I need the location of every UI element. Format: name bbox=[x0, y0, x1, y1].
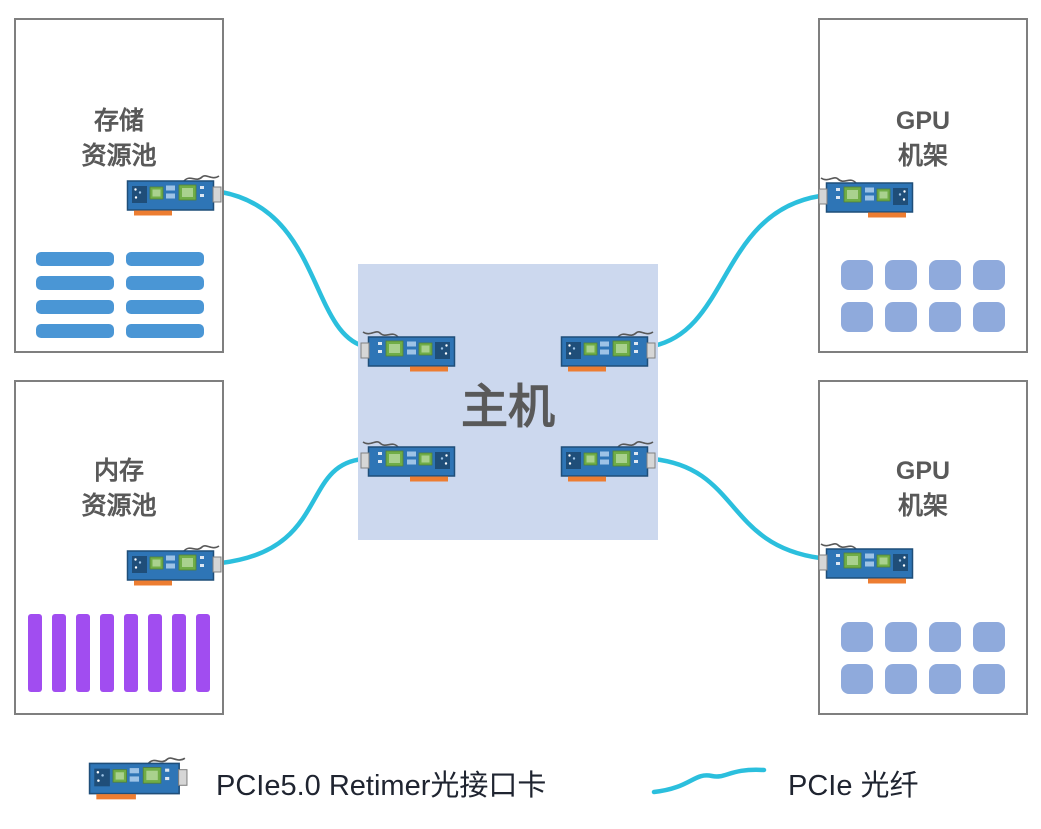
legend-retimer-card-icon bbox=[88, 757, 188, 801]
legend-fiber-label: PCIe 光纤 bbox=[788, 770, 919, 802]
storage-pool-label-line1: 存储 bbox=[93, 107, 144, 135]
gpu-rack-top-label-line1: GPU bbox=[895, 107, 951, 135]
fiber-link-gputop-host bbox=[650, 193, 823, 349]
storage-bar bbox=[126, 252, 204, 266]
memory-bar bbox=[28, 614, 42, 692]
storage-bar bbox=[36, 324, 114, 338]
gpu-cell bbox=[929, 302, 961, 332]
gpu-cell bbox=[885, 302, 917, 332]
storage-bar bbox=[126, 276, 204, 290]
gpu-cells bbox=[841, 260, 1005, 332]
fiber-link-storage-host bbox=[218, 189, 366, 349]
gpu-cell bbox=[929, 664, 961, 694]
fiber-link-memory-host bbox=[218, 456, 366, 566]
retimer-card-icon bbox=[360, 331, 456, 373]
memory-pool-label: 内存 资源池 bbox=[16, 454, 222, 523]
storage-pool-label: 存储 资源池 bbox=[16, 104, 222, 173]
storage-bars bbox=[36, 252, 204, 338]
retimer-card-icon bbox=[560, 441, 656, 483]
host-label: 主机 bbox=[461, 379, 555, 433]
storage-bar bbox=[36, 300, 114, 314]
gpu-cell bbox=[973, 260, 1005, 290]
gpu-rack-bottom-label: GPU 机架 bbox=[820, 454, 1026, 523]
retimer-card-icon bbox=[560, 331, 656, 373]
storage-bar bbox=[126, 300, 204, 314]
storage-bar bbox=[126, 324, 204, 338]
gpu-cell bbox=[841, 622, 873, 652]
gpu-rack-bottom-label-line1: GPU bbox=[895, 457, 951, 485]
gpu-cell bbox=[885, 622, 917, 652]
gpu-rack-bottom-label-line2: 机架 bbox=[897, 491, 948, 520]
retimer-card-icon bbox=[818, 177, 914, 219]
gpu-cell bbox=[973, 622, 1005, 652]
memory-bar bbox=[100, 614, 114, 692]
gpu-cell bbox=[973, 664, 1005, 694]
memory-bar bbox=[196, 614, 210, 692]
memory-bar bbox=[76, 614, 90, 692]
gpu-cell bbox=[885, 664, 917, 694]
memory-bar bbox=[124, 614, 138, 692]
gpu-rack-top-label-line2: 机架 bbox=[897, 141, 948, 170]
fiber-link-gpubottom-host bbox=[650, 456, 823, 561]
host-box: 主机 bbox=[358, 264, 658, 540]
legend-retimer-label: PCIe5.0 Retimer光接口卡 bbox=[216, 770, 547, 802]
memory-pool-label-line2: 资源池 bbox=[81, 491, 157, 520]
retimer-card-icon bbox=[360, 441, 456, 483]
gpu-cell bbox=[841, 664, 873, 694]
retimer-card-icon bbox=[818, 543, 914, 585]
retimer-card-icon bbox=[126, 545, 222, 587]
memory-bars bbox=[28, 614, 210, 692]
memory-bar bbox=[52, 614, 66, 692]
storage-bar bbox=[36, 252, 114, 266]
retimer-card-icon bbox=[126, 175, 222, 217]
gpu-cell bbox=[841, 260, 873, 290]
gpu-cell bbox=[973, 302, 1005, 332]
memory-bar bbox=[148, 614, 162, 692]
fiber-line-icon bbox=[651, 767, 767, 795]
gpu-cell bbox=[929, 260, 961, 290]
gpu-cell bbox=[841, 302, 873, 332]
gpu-rack-top-label: GPU 机架 bbox=[820, 104, 1026, 173]
gpu-cell bbox=[885, 260, 917, 290]
gpu-cell bbox=[929, 622, 961, 652]
storage-pool-label-line2: 资源池 bbox=[81, 141, 157, 170]
memory-pool-label-line1: 内存 bbox=[93, 457, 144, 485]
storage-bar bbox=[36, 276, 114, 290]
memory-bar bbox=[172, 614, 186, 692]
gpu-cells bbox=[841, 622, 1005, 694]
